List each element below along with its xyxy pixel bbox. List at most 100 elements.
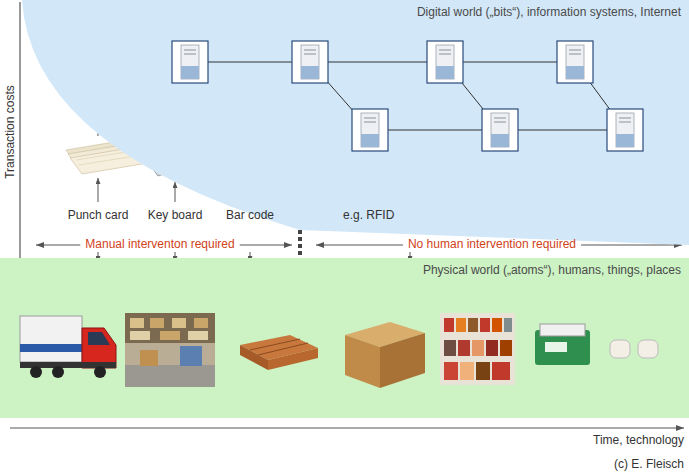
server-slot (184, 50, 196, 51)
server-frame (607, 109, 643, 151)
physical-pictures (0, 258, 689, 418)
server-slot (619, 122, 631, 123)
rect-shape (150, 318, 164, 328)
rect-shape (125, 313, 215, 387)
server-slot (494, 118, 506, 119)
server-slot (304, 50, 316, 51)
server-icon (427, 41, 463, 83)
rect-shape (456, 318, 466, 332)
rect-shape (460, 362, 474, 380)
server-slot (619, 118, 631, 119)
rect-shape (468, 318, 478, 332)
card-line (79, 156, 135, 165)
rect-shape (472, 340, 484, 356)
server-panel (616, 134, 634, 147)
box-picture (345, 322, 425, 388)
server-panel (491, 134, 509, 147)
pallet-picture (240, 335, 318, 370)
rect-shape (130, 331, 150, 340)
range-arrow (316, 245, 403, 246)
physical-world-band: Physical world („atoms“), humans, things… (0, 258, 689, 418)
server-panel (361, 134, 379, 147)
line-shape (258, 343, 308, 355)
network-link (310, 62, 445, 63)
up-arrow (175, 182, 176, 202)
server-tower (491, 113, 509, 147)
device-picture (535, 324, 590, 365)
rect-shape (444, 340, 456, 356)
path-shape (88, 332, 110, 345)
region-title: Physical world („atoms“), humans, things… (423, 263, 681, 277)
server-icon (607, 109, 643, 151)
server-slot (569, 54, 581, 55)
server-slot (439, 50, 451, 51)
rect-shape (444, 318, 454, 332)
rect-shape (180, 346, 202, 366)
server-panel (301, 66, 319, 79)
server-icon (557, 41, 593, 83)
polygon-shape (380, 333, 425, 388)
server-frame (557, 41, 593, 83)
server-slot (569, 50, 581, 51)
rect-shape (500, 340, 512, 356)
rect-shape (492, 362, 510, 380)
rect-shape (458, 340, 470, 356)
warehouse-picture (125, 313, 215, 387)
rect-shape (638, 340, 658, 358)
copyright-note: (c) E. Fleisch (614, 457, 684, 471)
circle-shape (94, 366, 106, 378)
range-label: Manual interventon required (85, 237, 234, 251)
rect-shape (194, 318, 208, 328)
items-picture (610, 340, 658, 358)
server-frame (292, 41, 328, 83)
network-link (500, 130, 625, 131)
server-icon (172, 41, 208, 83)
rect-shape (125, 313, 215, 343)
rect-shape (188, 331, 208, 340)
rect-shape (504, 318, 512, 332)
circle-shape (52, 366, 64, 378)
region-title: Digital world („bits“), information syst… (417, 5, 681, 19)
network-link (445, 62, 575, 63)
digital-region (22, 0, 689, 245)
rect-shape (440, 313, 515, 385)
server-slot (439, 54, 451, 55)
range-arrow (581, 245, 682, 246)
range-label: No human intervention required (408, 237, 576, 251)
server-frame (482, 109, 518, 151)
range-arrow (36, 245, 80, 246)
server-panel (566, 66, 584, 79)
rect-shape (160, 331, 180, 340)
truck-picture (20, 316, 116, 378)
server-frame (172, 41, 208, 83)
rect-shape (130, 318, 144, 328)
technology-label: Bar code (226, 208, 274, 222)
server-panel (436, 66, 454, 79)
y-axis (19, 2, 20, 266)
rect-shape (172, 318, 186, 328)
axis-title: Time, technology (593, 433, 684, 447)
server-slot (364, 122, 376, 123)
server-frame (352, 109, 388, 151)
polygon-shape (345, 335, 380, 388)
technology-label: Key board (148, 208, 203, 222)
rect-shape (540, 324, 585, 336)
server-slot (364, 118, 376, 119)
circle-shape (30, 366, 42, 378)
server-tower (181, 45, 199, 79)
server-slot (494, 122, 506, 123)
rect-shape (20, 344, 82, 352)
server-icon (482, 109, 518, 151)
server-tower (566, 45, 584, 79)
line-shape (250, 339, 300, 350)
server-tower (436, 45, 454, 79)
technology-label: e.g. RFID (343, 208, 394, 222)
rect-shape (610, 340, 630, 358)
rect-shape (444, 362, 458, 380)
technology-label: Punch card (68, 208, 129, 222)
server-slot (304, 54, 316, 55)
server-panel (181, 66, 199, 79)
server-frame (427, 41, 463, 83)
rect-shape (545, 342, 567, 352)
